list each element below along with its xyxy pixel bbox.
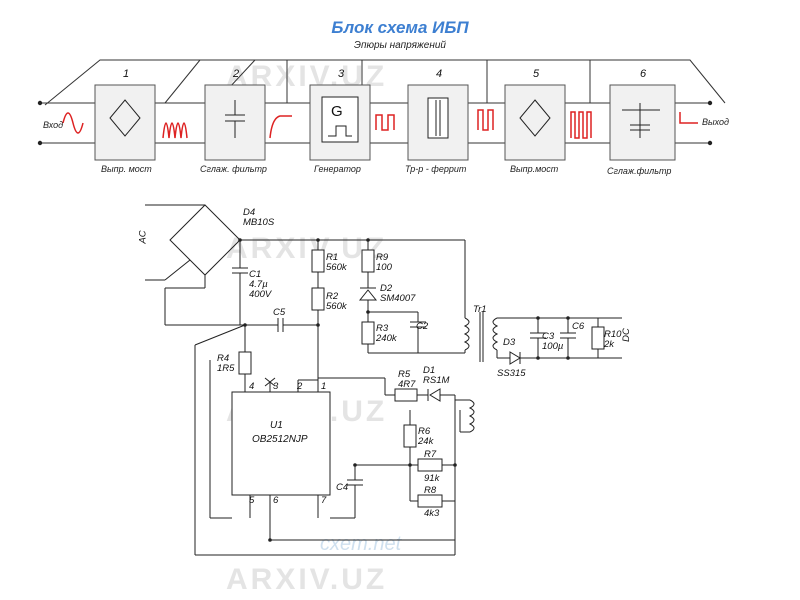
resistor-r8: [417, 494, 443, 508]
label-r3: R3 240k: [376, 323, 397, 344]
input-terminal-top: [37, 100, 43, 106]
bridge-symbol-5: [519, 99, 551, 137]
block-caption-5: Выпр.мост: [510, 164, 559, 174]
label-r6: R6 24k: [418, 426, 434, 447]
resistor-r9: [361, 249, 375, 273]
generator-g-label: G: [331, 103, 343, 120]
resistor-r7: [417, 458, 443, 472]
resistor-r6: [403, 424, 417, 448]
label-d3: D3: [503, 337, 516, 348]
ic-part: OB2512NJP: [252, 434, 308, 445]
label-d4: D4 MB10S: [243, 207, 275, 228]
watermark-bottom: ARXIV.UZ: [226, 563, 388, 596]
output-label: Выход: [702, 117, 730, 127]
pin-2: 2: [297, 381, 303, 392]
label-r8: R8: [424, 485, 437, 496]
output-terminal-bottom: [707, 140, 713, 146]
ac-label: AC: [137, 230, 149, 244]
label-tr1: Tr1: [473, 304, 487, 315]
pin-3: 3: [273, 381, 279, 392]
generator-symbol-box: [321, 96, 359, 143]
block-caption-6: Сглаж.фильтр: [607, 166, 672, 176]
resistor-r4: [238, 351, 252, 375]
label-r4: R4 1R5: [217, 353, 235, 374]
label-c1: C1 4.7µ 400V: [249, 269, 272, 300]
label-d2: D2 SM4007: [380, 283, 416, 304]
label-c3: C3 100µ: [542, 331, 564, 352]
block-num-1: 1: [123, 68, 130, 80]
diode-d2: [358, 289, 378, 301]
block-num-3: 3: [338, 68, 345, 80]
dc-label: DC: [620, 328, 632, 342]
output-terminal-top: [707, 100, 713, 106]
diagram-subtitle: Эпюры напряжений: [354, 40, 446, 51]
watermark-middle: ARXIV.UZ: [226, 232, 388, 265]
label-r9: R9 100: [376, 252, 392, 273]
block-num-4: 4: [436, 68, 443, 80]
block-num-5: 5: [533, 68, 540, 80]
label-r7-value: 91k: [424, 473, 440, 484]
diagram-title: Блок схема ИБП: [331, 18, 469, 37]
block-num-6: 6: [640, 68, 647, 80]
waveform-pulses: [375, 114, 395, 131]
pin-6: 6: [273, 495, 279, 506]
waveform-filtered: [269, 115, 292, 139]
block-num-2: 2: [233, 68, 240, 80]
label-r2: R2 560k: [326, 291, 347, 312]
diode-d3: [509, 351, 521, 365]
diode-d1: [429, 388, 441, 402]
block-rectifier-5: [504, 84, 566, 161]
waveform-rectified-hf: [570, 111, 592, 139]
pin-5: 5: [249, 495, 255, 506]
waveform-rectified: [162, 122, 188, 139]
block-caption-4: Тр-р - феррит: [405, 164, 467, 174]
label-c6: C6: [572, 321, 585, 332]
resistor-r1: [311, 249, 325, 273]
input-terminal-bottom: [37, 140, 43, 146]
resistor-r5: [394, 388, 418, 402]
ic-name: U1: [270, 420, 283, 431]
waveform-dc-output: [679, 112, 698, 124]
block-caption-2: Сглаж. фильтр: [200, 164, 267, 174]
watermark-cxem: cxem.net: [320, 533, 402, 555]
pin-4: 4: [249, 381, 255, 392]
bridge-symbol-1: [109, 99, 141, 137]
ic-u1: [231, 391, 331, 496]
block-caption-1: Выпр. мост: [101, 164, 152, 174]
label-c5: C5: [273, 307, 286, 318]
pin-1: 1: [321, 381, 327, 392]
label-r8-value: 4k3: [424, 508, 440, 519]
bridge-d4: [169, 204, 241, 276]
pin-7: 7: [321, 495, 327, 506]
waveform-input-sine: [62, 112, 84, 134]
label-r10: R10 2k: [604, 329, 622, 350]
outline-wire: [44, 59, 726, 106]
input-label: Вход: [43, 120, 64, 130]
block-rectifier-1: [94, 84, 156, 161]
label-r7: R7: [424, 449, 437, 460]
waveform-ferrite: [477, 109, 494, 131]
resistor-r10: [591, 326, 605, 350]
label-d1: D1 RS1M: [423, 365, 450, 386]
label-c4: C4: [336, 482, 349, 493]
label-r1: R1 560k: [326, 252, 347, 273]
label-c2: C2: [416, 321, 429, 332]
block-filter-6: [609, 84, 676, 161]
block-caption-3: Генератор: [314, 164, 361, 174]
label-r5: R5 4R7: [398, 369, 416, 390]
resistor-r2: [311, 287, 325, 311]
resistor-r3: [361, 321, 375, 345]
label-ss315: SS315: [497, 368, 526, 379]
